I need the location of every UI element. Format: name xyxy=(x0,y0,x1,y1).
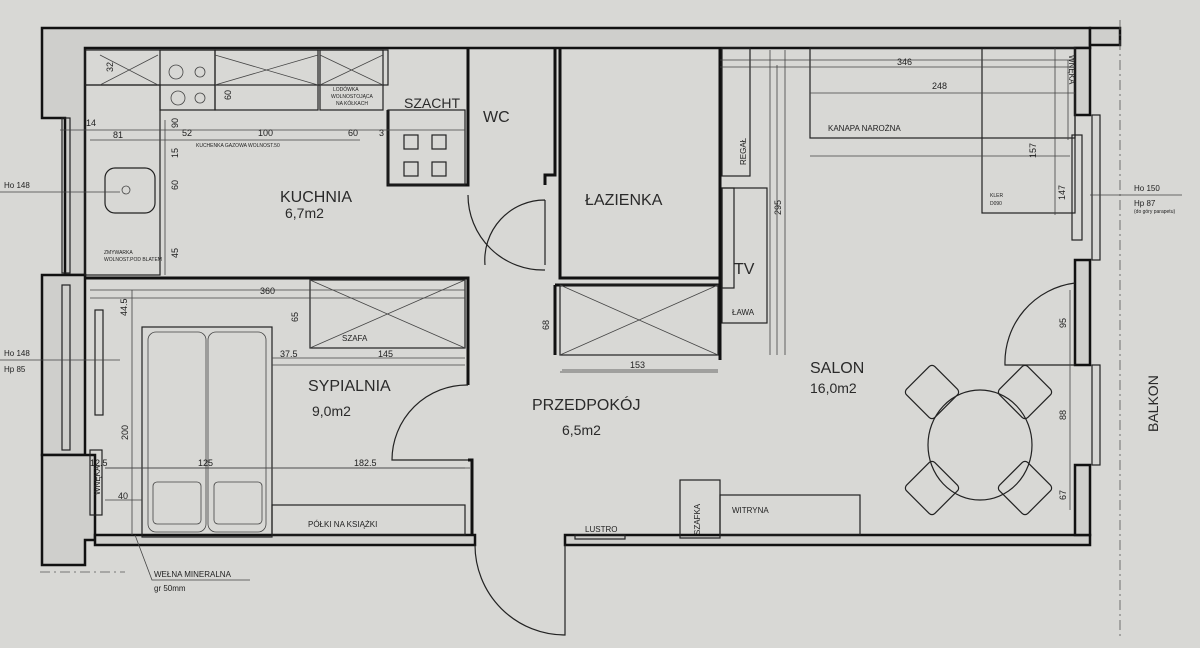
dimensions: 32 60 14 81 52 100 60 3 90 15 60 45 360 … xyxy=(86,57,1075,501)
room-area-hall: 6,5m2 xyxy=(562,422,601,438)
bedroom-window-hp: Hp 85 xyxy=(4,365,26,374)
dishwasher-label: ZMYWARKA xyxy=(104,250,133,256)
hall-furniture xyxy=(559,284,861,540)
balcony-label: BALKON xyxy=(1145,375,1161,432)
shelves-label: PÓŁKI NA KSIĄŻKI xyxy=(308,520,377,529)
dim-label: 37.5 xyxy=(280,349,298,359)
dim-label: 125 xyxy=(198,458,213,468)
bedroom-furniture xyxy=(89,279,470,538)
cabinet-label: SZAFKA xyxy=(693,503,702,535)
dim-label: 60 xyxy=(170,180,180,190)
doors xyxy=(391,194,1076,636)
dim-label: 182.5 xyxy=(354,458,377,468)
walls xyxy=(40,20,1122,640)
sofa-label: KANAPA NAROŻNA xyxy=(828,124,901,133)
room-name-bathroom: ŁAZIENKA xyxy=(585,192,663,209)
dim-label: 12.5 xyxy=(90,458,108,468)
dim-label: 153 xyxy=(630,360,645,370)
dim-label: 15 xyxy=(170,148,180,158)
room-name-living: SALON xyxy=(810,360,864,377)
windows xyxy=(61,114,1101,466)
dim-label: 200 xyxy=(120,425,130,440)
room-name-wc: WC xyxy=(483,109,510,126)
window-annotations: Ho 148 Ho 148 Hp 85 Ho 150 Hp 87 (do gór… xyxy=(0,181,1182,374)
dim-label: 60 xyxy=(223,90,233,100)
kitchen-furniture xyxy=(60,49,466,276)
furniture-labels: LODÓWKA WOLNOSTOJĄCA NA KÓŁKACH KUCHENKA… xyxy=(93,55,1076,593)
room-name-bedroom: SYPIALNIA xyxy=(308,378,391,395)
fridge-label: NA KÓŁKACH xyxy=(336,100,368,107)
dim-label: 360 xyxy=(260,286,275,296)
bedroom-window-ho: Ho 148 xyxy=(4,349,30,358)
living-window-hp: Hp 87 xyxy=(1134,199,1156,208)
living-window-ho: Ho 150 xyxy=(1134,184,1160,193)
tv-label: TV xyxy=(734,261,755,278)
kitchen-window-ho: Ho 148 xyxy=(4,181,30,190)
fridge-label: WOLNOSTOJĄCA xyxy=(331,94,374,100)
dim-label: 67 xyxy=(1058,490,1068,500)
dining-table xyxy=(904,364,1053,516)
stove-burners-icon xyxy=(168,64,206,106)
insulation-thickness: gr 50mm xyxy=(154,584,186,593)
sink-icon xyxy=(104,167,156,214)
dim-label: 295 xyxy=(773,200,783,215)
dim-label: 88 xyxy=(1058,410,1068,420)
dim-label: 346 xyxy=(897,57,912,67)
shaft-vents-icon xyxy=(403,134,447,177)
dim-label: 45 xyxy=(170,248,180,258)
dim-label: 60 xyxy=(348,128,358,138)
shelf-unit-label: REGAŁ xyxy=(739,137,748,165)
niche-label-living: WNĘKA xyxy=(1067,55,1076,85)
shaft-label: SZACHT xyxy=(404,95,460,111)
dishwasher-label: WOLNOST.POD BLATEM xyxy=(104,257,162,263)
wardrobe-label: SZAFA xyxy=(342,334,368,343)
mirror-label: LUSTRO xyxy=(585,525,617,534)
display-case-label: WITRYNA xyxy=(732,506,769,515)
dim-label: 157 xyxy=(1028,143,1038,158)
room-name-kitchen: KUCHNIA xyxy=(280,189,352,206)
fridge-label: LODÓWKA xyxy=(333,86,359,93)
heater-label: D090 xyxy=(990,201,1002,207)
dim-label: 52 xyxy=(182,128,192,138)
room-area-bedroom: 9,0m2 xyxy=(312,403,351,419)
living-window-note: (do góry parapetu) xyxy=(1134,209,1175,215)
dim-label: 147 xyxy=(1057,185,1067,200)
dim-label: 90 xyxy=(170,118,180,128)
dim-label: 248 xyxy=(932,81,947,91)
dim-label: 14 xyxy=(86,118,96,128)
room-name-hall: PRZEDPOKÓJ xyxy=(532,395,640,414)
room-area-kitchen: 6,7m2 xyxy=(285,205,324,221)
dim-label: 32 xyxy=(105,62,115,72)
living-furniture xyxy=(720,47,1076,516)
dim-label: 40 xyxy=(118,491,128,501)
dim-label: 3 xyxy=(379,128,384,138)
room-labels: KUCHNIA 6,7m2 WC ŁAZIENKA SYPIALNIA 9,0m… xyxy=(280,95,1161,438)
room-area-living: 16,0m2 xyxy=(810,380,857,396)
insulation-label: WEŁNA MINERALNA xyxy=(154,570,232,579)
bench-label: ŁAWA xyxy=(732,308,755,317)
dim-label: 44.5 xyxy=(119,298,129,316)
niche-label-bedroom: WNĘKA xyxy=(93,465,102,495)
heater-label: KLER xyxy=(990,193,1003,199)
dim-label: 65 xyxy=(290,312,300,322)
bed xyxy=(141,326,273,538)
dim-label: 68 xyxy=(541,320,551,330)
dim-label: 100 xyxy=(258,128,273,138)
dim-label: 81 xyxy=(113,130,123,140)
stove-label: KUCHENKA GAZOWA WOLNOST.50 xyxy=(196,143,280,149)
dim-label: 145 xyxy=(378,349,393,359)
dim-label: 95 xyxy=(1058,318,1068,328)
